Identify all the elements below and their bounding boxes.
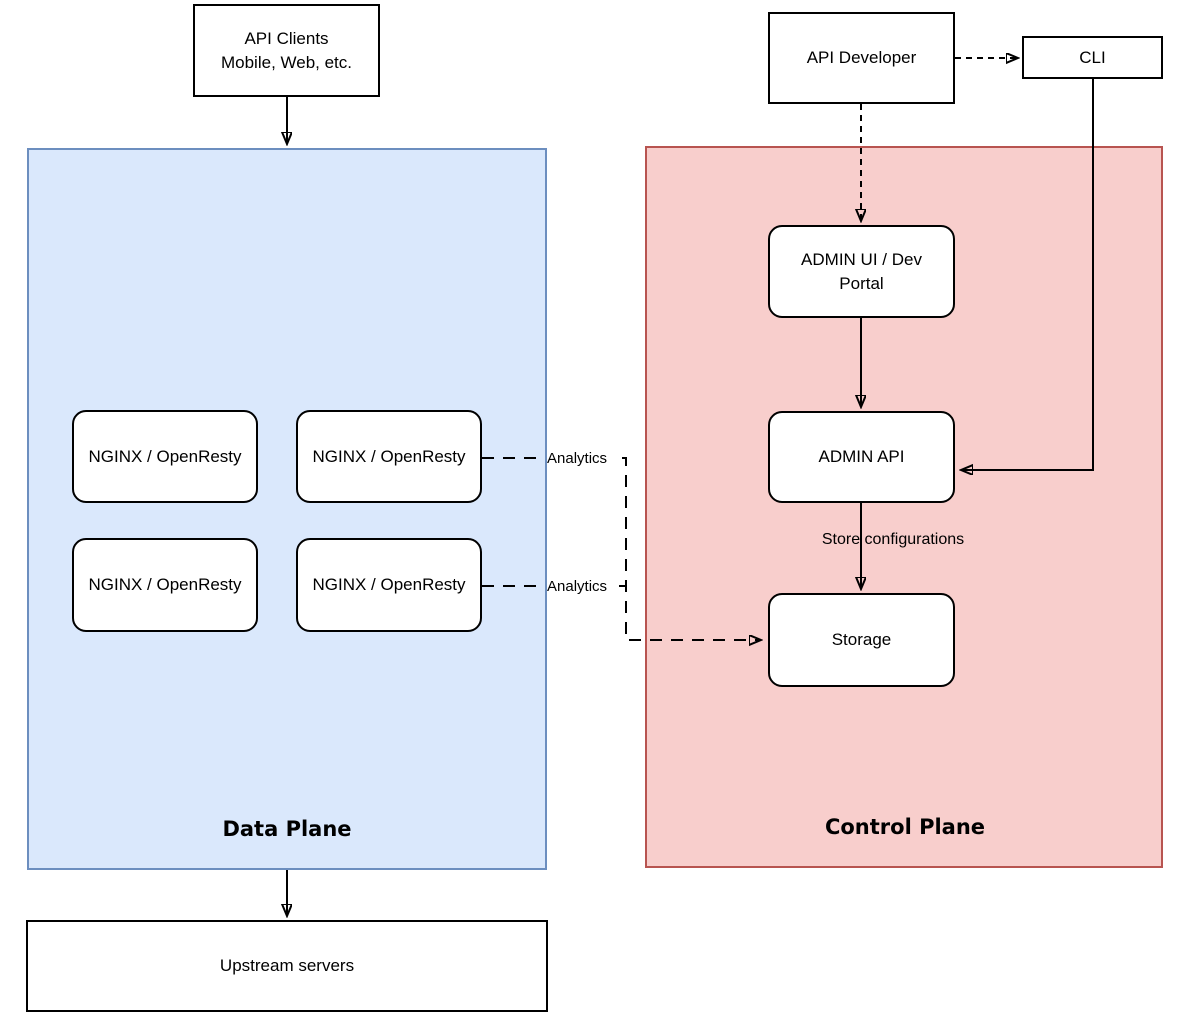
edge-label-analytics-top: Analytics [547, 450, 608, 467]
node-nginx-1: NGINX / OpenResty [72, 410, 258, 503]
admin-api-label: ADMIN API [818, 447, 905, 466]
nginx-2-label: NGINX / OpenResty [312, 446, 466, 466]
node-upstream-servers: Upstream servers [26, 920, 548, 1012]
node-api-developer: API Developer [768, 12, 955, 104]
upstream-servers-label: Upstream servers [219, 956, 355, 975]
nginx-4-label: NGINX / OpenResty [312, 575, 466, 594]
edge-label-store-configurations: Store configurations [821, 531, 965, 548]
node-nginx-2: NGINX / OpenResty [296, 410, 482, 503]
cli-label: CLI [1079, 47, 1106, 67]
edge-label-analytics-bottom: Analytics [547, 578, 608, 595]
node-admin-api: ADMIN API [768, 411, 955, 503]
control-plane-title: Control Plane [824, 815, 986, 839]
data-plane-title: Data Plane [222, 817, 352, 841]
node-cli: CLI [1022, 36, 1163, 79]
api-clients-label-line2: Mobile, Web, etc. [220, 52, 353, 72]
api-clients-label-line1: API Clients [244, 28, 329, 48]
node-api-clients: API Clients Mobile, Web, etc. [193, 4, 380, 97]
api-developer-label: API Developer [806, 48, 917, 67]
storage-label: Storage [831, 630, 892, 649]
nginx-1-label: NGINX / OpenResty [88, 446, 242, 466]
data-plane-container [27, 148, 547, 870]
admin-ui-label: ADMIN UI / Dev Portal [801, 249, 922, 293]
node-admin-ui: ADMIN UI / Dev Portal [768, 225, 955, 318]
nginx-3-label: NGINX / OpenResty [88, 575, 242, 594]
node-storage: Storage [768, 593, 955, 687]
node-nginx-3: NGINX / OpenResty [72, 538, 258, 632]
node-nginx-4: NGINX / OpenResty [296, 538, 482, 632]
